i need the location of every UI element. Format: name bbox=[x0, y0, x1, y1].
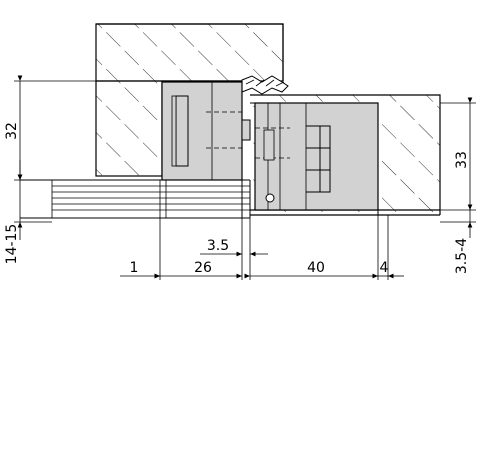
dim-label-32: 32 bbox=[4, 122, 20, 140]
dim-label-3-5: 3.5 bbox=[207, 238, 229, 254]
seal-strip bbox=[241, 75, 289, 95]
dim-bottom-row: 1 26 40 4 bbox=[120, 260, 404, 279]
dim-gap: 3.5 bbox=[200, 238, 268, 257]
hinge-left-body bbox=[161, 81, 251, 181]
frame-layers bbox=[20, 179, 251, 219]
hinge-right-body bbox=[254, 102, 379, 211]
dim-right-offset: 3.5-4 bbox=[454, 210, 473, 274]
dim-right-block-height: 33 bbox=[454, 97, 473, 210]
dim-label-40: 40 bbox=[307, 260, 325, 276]
dim-label-33: 33 bbox=[454, 151, 470, 169]
dim-label-26: 26 bbox=[194, 260, 212, 276]
left-frame-block bbox=[95, 23, 284, 177]
dim-label-14-15: 14-15 bbox=[4, 224, 20, 265]
dim-label-4: 4 bbox=[380, 260, 389, 276]
dim-label-3-5-4: 3.5-4 bbox=[454, 238, 470, 274]
dim-label-1: 1 bbox=[130, 260, 139, 276]
dim-left-block-height: 32 bbox=[4, 75, 23, 180]
dim-frame-offset: 14-15 bbox=[4, 160, 23, 265]
